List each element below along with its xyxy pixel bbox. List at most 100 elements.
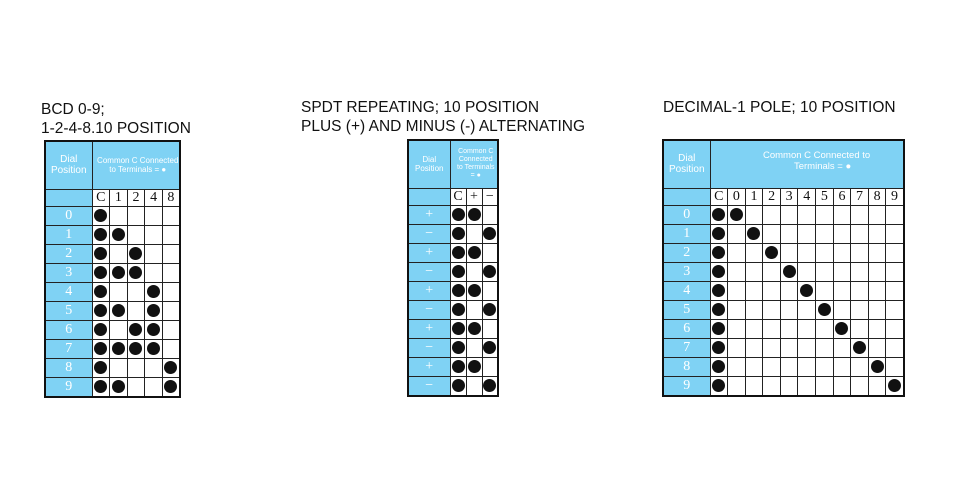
terminal-column-label: 4 bbox=[797, 187, 817, 206]
contact-cell bbox=[709, 280, 729, 301]
contact-cell bbox=[727, 280, 746, 301]
connection-dot-icon bbox=[94, 208, 108, 222]
table-row: 0 bbox=[662, 204, 905, 225]
dial-position-cell: − bbox=[407, 261, 451, 282]
contact-cell bbox=[727, 204, 746, 225]
table-row: 2 bbox=[662, 242, 905, 263]
connection-dot-icon bbox=[729, 207, 743, 221]
dial-position-cell: 2 bbox=[44, 243, 93, 264]
connection-dot-icon bbox=[147, 341, 161, 355]
contact-cell bbox=[832, 337, 852, 358]
contact-cell bbox=[449, 299, 467, 320]
connection-dot-icon bbox=[817, 302, 831, 316]
terminal-column-label: + bbox=[465, 187, 483, 206]
contact-cell bbox=[797, 337, 817, 358]
connection-dot-icon bbox=[451, 283, 465, 297]
contact-cell bbox=[91, 205, 111, 226]
dial-header-line: Position bbox=[668, 164, 705, 176]
connection-dot-icon bbox=[712, 359, 726, 373]
contact-cell bbox=[109, 376, 128, 397]
contact-cell bbox=[481, 261, 499, 282]
contact-cell bbox=[779, 280, 799, 301]
dial-position-cell: 5 bbox=[44, 300, 93, 321]
terminal-column-label: 8 bbox=[867, 187, 887, 206]
terminal-column-label: 1 bbox=[109, 188, 128, 207]
contact-cell bbox=[126, 224, 146, 245]
contact-cell bbox=[727, 223, 746, 244]
connection-dot-icon bbox=[451, 226, 465, 240]
contact-cell bbox=[481, 299, 499, 320]
dial-position-cell: 5 bbox=[662, 299, 711, 320]
column-heading-row: C+− bbox=[407, 187, 499, 206]
contact-cell bbox=[850, 375, 869, 396]
contact-cell bbox=[465, 204, 483, 225]
contact-cell bbox=[832, 204, 852, 225]
dial-header-line: Dial bbox=[60, 153, 78, 165]
contact-cell bbox=[867, 337, 887, 358]
contact-cell bbox=[91, 376, 111, 397]
contact-cell bbox=[109, 357, 128, 378]
connection-dot-icon bbox=[870, 359, 884, 373]
contact-cell bbox=[762, 261, 781, 282]
terminal-column-label: 6 bbox=[832, 187, 852, 206]
connection-dot-icon bbox=[888, 378, 902, 392]
contact-cell bbox=[779, 375, 799, 396]
bcd-title: BCD 0-9; 1-2-4-8.10 POSITION bbox=[41, 100, 191, 138]
contact-cell bbox=[815, 337, 834, 358]
connection-dot-icon bbox=[451, 321, 465, 335]
contact-cell bbox=[465, 375, 483, 396]
dial-position-cell: 6 bbox=[662, 318, 711, 339]
contact-cell bbox=[161, 319, 181, 340]
connection-dot-icon bbox=[94, 341, 108, 355]
contact-cell bbox=[727, 375, 746, 396]
dial-position-cell: 0 bbox=[662, 204, 711, 225]
contact-cell bbox=[885, 223, 905, 244]
connection-dot-icon bbox=[712, 340, 726, 354]
contact-cell bbox=[449, 223, 467, 244]
contact-cell bbox=[867, 261, 887, 282]
connection-dot-icon bbox=[853, 340, 867, 354]
table-row: 5 bbox=[44, 300, 181, 321]
dial-position-cell: 8 bbox=[44, 357, 93, 378]
contact-cell bbox=[109, 205, 128, 226]
contact-cell bbox=[744, 299, 764, 320]
table-row: + bbox=[407, 204, 499, 225]
contact-cell bbox=[709, 261, 729, 282]
terminal-column-label: 9 bbox=[885, 187, 905, 206]
contact-cell bbox=[797, 204, 817, 225]
contact-cell bbox=[449, 318, 467, 339]
contact-cell bbox=[850, 204, 869, 225]
contact-cell bbox=[709, 356, 729, 377]
bcd-title-line-1: BCD 0-9; bbox=[41, 101, 105, 118]
contact-cell bbox=[449, 242, 467, 263]
contact-cell bbox=[126, 338, 146, 359]
connection-dot-icon bbox=[467, 359, 481, 373]
connection-dot-icon bbox=[111, 303, 125, 317]
table-row: 8 bbox=[44, 357, 181, 378]
dial-position-cell: 3 bbox=[44, 262, 93, 283]
connection-dot-icon bbox=[129, 265, 143, 279]
contact-cell bbox=[744, 356, 764, 377]
contact-cell bbox=[481, 356, 499, 377]
contact-cell bbox=[727, 337, 746, 358]
contact-cell bbox=[744, 337, 764, 358]
connection-dot-icon bbox=[164, 379, 178, 393]
dial-position-cell: − bbox=[407, 299, 451, 320]
connection-dot-icon bbox=[94, 265, 108, 279]
table-row: 2 bbox=[44, 243, 181, 264]
common-header-line: Common C Connected bbox=[97, 156, 179, 166]
contact-cell bbox=[815, 299, 834, 320]
contact-cell bbox=[465, 356, 483, 377]
bcd-title-line-2: 1-2-4-8.10 POSITION bbox=[41, 120, 191, 137]
contact-cell bbox=[850, 280, 869, 301]
contact-cell bbox=[867, 318, 887, 339]
contact-cell bbox=[144, 319, 163, 340]
contact-cell bbox=[797, 223, 817, 244]
dial-position-cell: 2 bbox=[662, 242, 711, 263]
contact-cell bbox=[144, 376, 163, 397]
dial-position-cell: + bbox=[407, 318, 451, 339]
common-header-line: to Terminals bbox=[456, 164, 495, 172]
connection-dot-icon bbox=[712, 264, 726, 278]
